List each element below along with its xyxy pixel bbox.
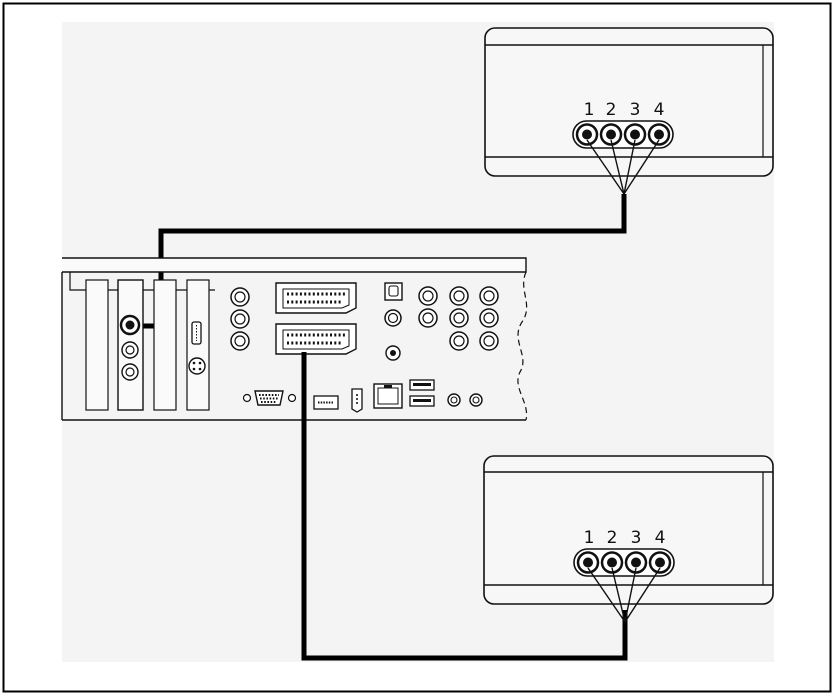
pc-rear-panel [61, 257, 528, 421]
scart-connector-bottom [275, 323, 357, 355]
rca-jack-grid [418, 286, 499, 351]
top-port-label-1: 1 [584, 100, 595, 120]
video-card-bracket [117, 279, 144, 411]
lan-port-icon [373, 383, 403, 409]
bottom-device: 1 2 3 4 [483, 455, 774, 623]
bottom-port-label-1: 1 [584, 528, 595, 548]
cable-to-top-device [130, 194, 627, 329]
bottom-port-4-jack [648, 551, 672, 574]
top-port-4-jack [647, 123, 671, 146]
top-port-labels: 1 2 3 4 [584, 100, 665, 120]
hdmi-output-icon [313, 395, 339, 410]
vga-port-icon [242, 390, 297, 406]
bottom-port-label-2: 2 [607, 528, 618, 548]
bottom-port-label-4: 4 [655, 528, 666, 548]
hdmi-port-icon [191, 321, 202, 345]
rca-jack-icon [384, 309, 402, 327]
video-out-jack [119, 314, 141, 336]
coax-antenna-icon [385, 345, 401, 361]
firewire-port-icon [351, 388, 363, 413]
audio-jack-icon [121, 363, 139, 381]
bottom-port-1-jack [576, 551, 600, 574]
bottom-port-2-jack [600, 551, 624, 574]
optical-port-icon [384, 282, 403, 301]
expansion-slots [85, 279, 210, 411]
top-device: 1 2 3 4 [484, 27, 774, 195]
top-port-label-2: 2 [606, 100, 617, 120]
bottom-port-3-jack [624, 551, 648, 574]
audio-jack-icon [121, 341, 139, 359]
top-port-2-jack [599, 123, 623, 146]
top-fanout-wires [586, 139, 660, 195]
cable-to-bottom-device [301, 352, 628, 661]
rca-jacks-left [230, 287, 250, 351]
top-device-body [484, 27, 774, 177]
bottom-port-strip [573, 548, 675, 577]
top-port-label-4: 4 [654, 100, 665, 120]
audio-jack-icon [469, 393, 483, 407]
usb-port-icon [409, 395, 435, 407]
top-port-label-3: 3 [630, 100, 641, 120]
usb-port-icon [409, 379, 435, 391]
top-port-3-jack [623, 123, 647, 146]
top-port-strip [572, 120, 674, 149]
top-port-1-jack [575, 123, 599, 146]
audio-jack-icon [447, 393, 461, 407]
bottom-device-body [483, 455, 774, 605]
bottom-fanout-wires [587, 567, 661, 623]
bottom-port-labels: 1 2 3 4 [584, 528, 666, 548]
bottom-port-label-3: 3 [631, 528, 642, 548]
scart-connector-top [275, 282, 357, 314]
s-video-port-icon [188, 357, 206, 375]
